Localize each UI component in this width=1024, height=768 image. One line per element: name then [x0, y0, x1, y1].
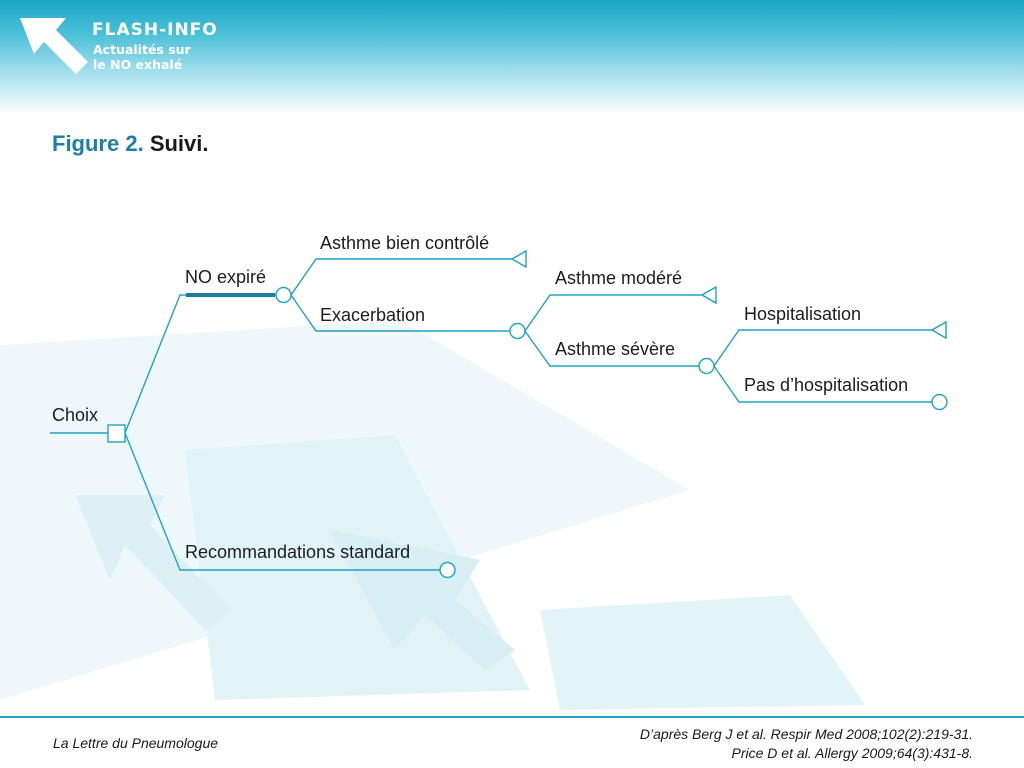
label-controlled: Asthme bien contrôlé [320, 233, 490, 253]
terminal-triangle-hospitalisation-icon [930, 320, 947, 340]
label-no-hospitalisation: Pas d’hospitalisation [744, 375, 909, 395]
terminal-triangle-controlled-icon [510, 249, 527, 269]
logo-subtitle: Actualités sur le NO exhalé [93, 42, 191, 72]
edge-controlled [290, 258, 512, 296]
logo-subtitle-line2: le NO exhalé [93, 57, 183, 72]
edge-severe [524, 330, 699, 367]
label-root: Choix [52, 405, 99, 425]
footer-reference-2: Price D et al. Allergy 2009;64(3):431-8. [731, 745, 974, 761]
label-severe: Asthme sévère [555, 339, 676, 359]
chance-node-no-icon [275, 286, 292, 304]
figure-title: Figure 2. Suivi. [52, 131, 209, 157]
label-recommandations: Recommandations standard [185, 542, 411, 562]
terminal-circle-no-hospitalisation-icon [931, 393, 948, 411]
arrow-logo-icon [20, 18, 88, 74]
chance-node-exacerbation-icon [509, 322, 526, 340]
label-exacerbation: Exacerbation [320, 305, 426, 325]
footer-divider [0, 716, 1024, 718]
edge-exacerbation [290, 294, 510, 332]
chance-node-severe-icon [698, 357, 715, 375]
label-moderate: Asthme modéré [555, 268, 683, 288]
edge-hospitalisation [713, 329, 932, 367]
edge-no [124, 294, 276, 434]
edge-moderate [524, 294, 702, 332]
label-hospitalisation: Hospitalisation [744, 304, 862, 324]
decision-square-icon [107, 424, 126, 443]
figure-caption: Suivi. [149, 131, 209, 156]
edge-standard [124, 432, 440, 571]
footer-references: D’après Berg J et al. Respir Med 2008;10… [640, 725, 973, 763]
logo-subtitle-line1: Actualités sur [93, 42, 191, 57]
label-no-expire: NO expiré [185, 267, 267, 287]
terminal-triangle-moderate-icon [700, 285, 717, 305]
logo-title: FLASH-INFO [92, 20, 218, 40]
footer-reference-1: D’après Berg J et al. Respir Med 2008;10… [639, 726, 973, 742]
terminal-circle-standard-icon [439, 561, 456, 579]
edge-no-hospitalisation [713, 365, 932, 403]
figure-number: Figure 2. [52, 131, 144, 156]
flash-info-logo: FLASH-INFO Actualités sur le NO exhalé [18, 14, 238, 80]
header-band [0, 0, 1024, 115]
footer-journal: La Lettre du Pneumologue [53, 735, 219, 751]
